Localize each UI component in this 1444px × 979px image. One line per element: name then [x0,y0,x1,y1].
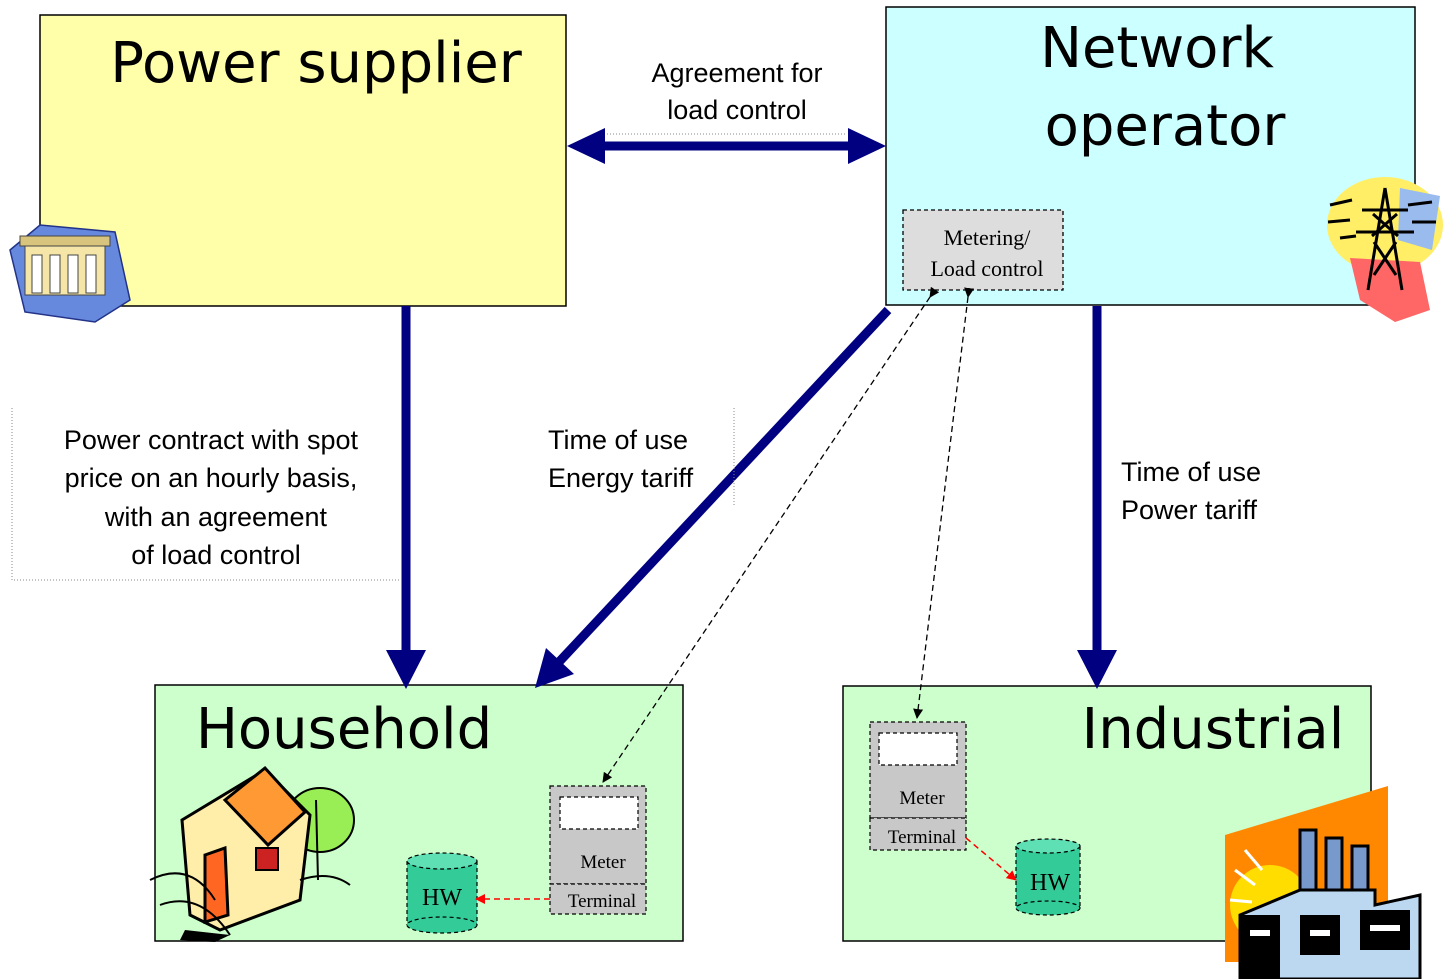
household-meter: Meter [549,785,647,885]
household-terminal-label: Terminal [568,891,636,912]
industrial-title: Industrial [1082,697,1345,762]
industrial-terminal-label: Terminal [888,827,956,848]
supplier-to-household-arrow [386,306,426,689]
agreement-double-arrow [567,128,886,164]
household-meter-display [559,796,639,830]
contract-label-line3: with an agreement [104,502,328,532]
industrial-meter-comm-line [913,287,975,719]
network-operator-title-line2: operator [1045,94,1287,159]
contract-label-line4: of load control [131,540,301,570]
industrial-hw-tank-icon: HW [1015,838,1081,916]
operator-to-industrial-arrow [1077,306,1117,689]
household-meter-label: Meter [580,852,626,873]
metering-line2: Load control [930,256,1043,281]
network-operator-title-line1: Network [1040,16,1274,81]
contract-label-border [11,408,402,581]
pylon-icon [1327,177,1443,322]
power-tariff-label-line2: Power tariff [1121,495,1258,525]
agreement-label-line1: Agreement for [651,58,822,88]
household-hw-tank-icon: HW [406,852,478,934]
contract-label-line1: Power contract with spot [64,425,359,455]
industrial-terminal: Terminal [869,817,967,851]
industrial-meter-label: Meter [899,788,945,809]
household-meter-comm-line [602,286,940,783]
household-title: Household [196,697,492,762]
industrial-terminal-to-hw-arrow [965,837,1017,881]
power-supplier-title: Power supplier [110,31,522,96]
household-hw-label: HW [422,885,462,911]
power-plant-icon [9,224,131,323]
household-terminal: Terminal [549,883,647,915]
power-supplier-box [39,14,567,307]
operator-to-household-arrow [535,306,892,688]
metering-line1: Metering/ [944,225,1032,250]
agreement-label-line2: load control [667,95,807,125]
energy-tariff-label-line2: Energy tariff [548,463,694,493]
factory-icon [1225,786,1422,979]
metering-load-control-box [902,209,1064,291]
contract-label-line2: price on an hourly basis, [65,463,358,493]
house-icon [149,765,355,942]
industrial-meter: Meter [869,721,967,819]
energy-tariff-label-line1: Time of use [548,425,688,455]
power-tariff-label-line1: Time of use [1121,457,1261,487]
industrial-hw-label: HW [1030,870,1070,896]
industrial-meter-display [878,732,958,766]
